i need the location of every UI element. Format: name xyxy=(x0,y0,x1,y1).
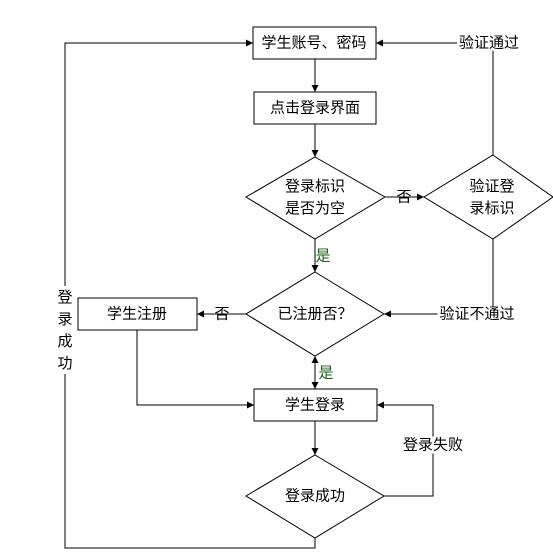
node-verify-label: 验证登 录标识 xyxy=(469,175,514,219)
edge-label-yes-registered: 是 xyxy=(318,363,334,382)
node-verify-line1: 验证登 xyxy=(469,177,515,195)
edge-register-to-login xyxy=(136,330,254,409)
node-account-password-box xyxy=(252,26,377,60)
edge-label-login-fail: 登录失败 xyxy=(400,435,466,454)
edge-label-no-idempty: 否 xyxy=(396,187,412,206)
edge-label-yes-idempty: 是 xyxy=(315,246,331,265)
node-registered-label: 已注册否？ xyxy=(277,304,353,323)
node-verify-line2: 录标识 xyxy=(469,199,515,217)
edge-label-verify-pass: 验证通过 xyxy=(456,33,522,52)
edge-label-login-success-vertical: 登录成功 xyxy=(55,286,75,374)
node-student-register-box xyxy=(77,297,198,331)
edge-label-verify-fail: 验证不通过 xyxy=(437,304,517,323)
node-click-login-box xyxy=(253,91,377,125)
edge-label-no-registered: 否 xyxy=(214,304,230,323)
edge-verify-pass xyxy=(376,39,494,155)
edge-verify-fail xyxy=(384,239,494,318)
node-account-password-label: 学生账号、密码 xyxy=(261,33,367,52)
node-click-login-label: 点击登录界面 xyxy=(269,98,361,117)
node-student-login-label: 学生登录 xyxy=(284,395,346,414)
node-id-empty-line2: 是否为空 xyxy=(284,199,346,217)
edge-login-success-return xyxy=(64,39,316,549)
node-student-register-label: 学生注册 xyxy=(106,304,168,323)
node-id-empty-line1: 登录标识 xyxy=(284,177,346,195)
node-id-empty-label: 登录标识 是否为空 xyxy=(285,175,345,219)
node-login-success-label: 登录成功 xyxy=(284,486,346,505)
